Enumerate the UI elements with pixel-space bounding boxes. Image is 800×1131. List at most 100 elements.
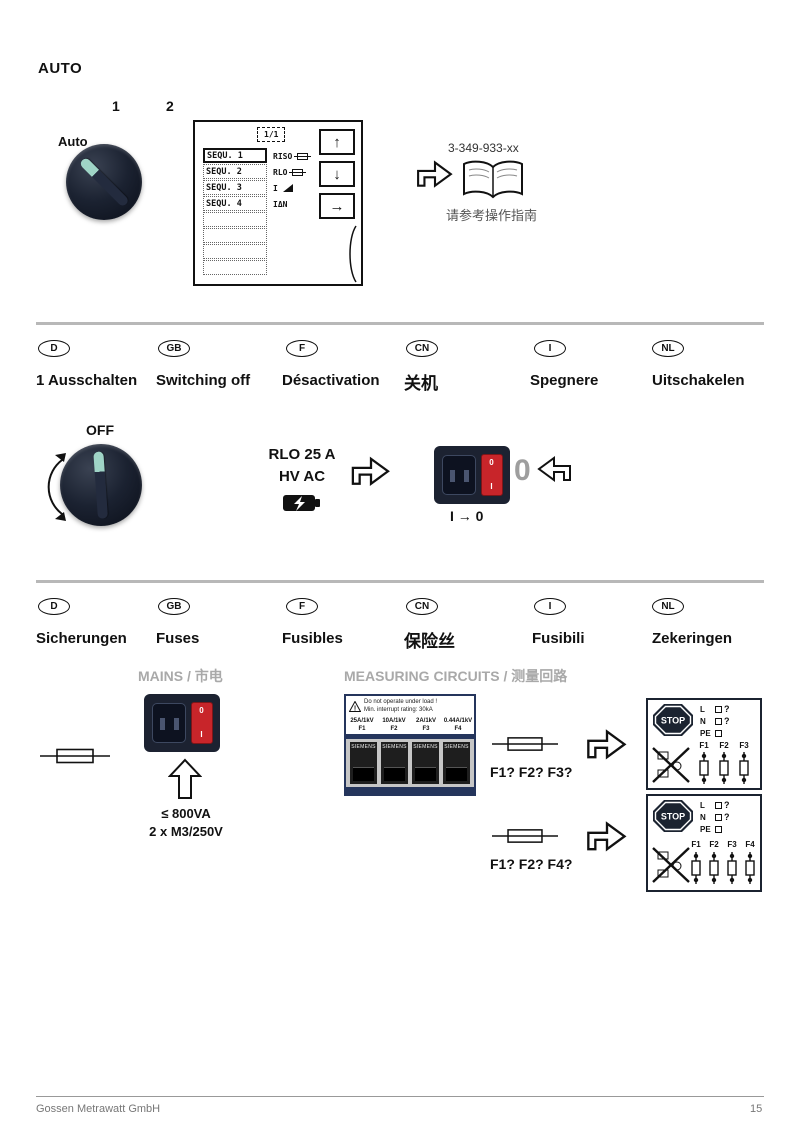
warning-triangle-icon: !: [349, 700, 361, 712]
manual-reference-code: 3-349-933-xx: [448, 141, 519, 155]
spec-rlo: RLO 25 A: [268, 446, 336, 463]
step-1-label: 1: [112, 98, 120, 114]
rating-f3: 2A/1kV: [415, 718, 436, 725]
terminal-l: L: [700, 704, 705, 714]
fuse-holder: SIEMENS: [412, 742, 439, 785]
not-allowed-icon: [652, 847, 690, 883]
section-divider: [36, 322, 764, 325]
fuse-id-f3: F3: [422, 726, 430, 733]
terminal-pe: PE: [700, 824, 711, 834]
heading-uitschakelen: Uitschakelen: [652, 372, 745, 389]
mains-subtitle: MAINS / 市电: [138, 668, 223, 684]
next-step-arrow-icon: [417, 161, 452, 187]
fuse-label-f1: F1: [699, 741, 709, 750]
fuse-symbol-icon: [492, 829, 558, 843]
sequence-row-empty: [203, 212, 267, 227]
rocker-off-mark: 0: [489, 458, 494, 467]
measuring-subtitle: MEASURING CIRCUITS / 测量回路: [344, 668, 568, 684]
question-mark: ?: [724, 704, 730, 714]
power-rocker-switch: 0 I: [480, 454, 503, 496]
heading-ausschalten: 1 Ausschalten: [36, 372, 138, 389]
rocker-on-mark: I: [490, 482, 493, 491]
mains-power-inlet: 0 I: [144, 694, 220, 752]
fuse-label-f3: F3: [739, 741, 749, 750]
riso-label: RISO: [273, 151, 293, 161]
heading-fuses: Fuses: [156, 630, 200, 647]
panel-stripe: [346, 787, 474, 795]
svg-text:STOP: STOP: [661, 812, 685, 822]
display-sequence-list: SEQU. 1 SEQU. 2 SEQU. 3 SEQU. 4: [203, 148, 267, 276]
lang-badge-nl: NL: [652, 598, 684, 615]
next-step-arrow-icon: [587, 730, 626, 759]
component-icon: [294, 152, 312, 160]
rating-f4: 0.44A/1kV: [443, 718, 473, 725]
sequence-row: SEQU. 2: [203, 164, 267, 179]
power-inlet: 0 I: [434, 446, 510, 504]
display-measurement-icons: RISO RLO I IΔN: [273, 148, 312, 212]
fuse-symbol-icon: [40, 748, 110, 764]
rocker-off-mark: 0: [199, 706, 204, 715]
measuring-fuse-panel: ! Do not operate under load ! Min. inter…: [344, 694, 476, 797]
socket-opening: [441, 455, 476, 495]
stop-sign-icon: STOP: [653, 704, 693, 736]
heading-baoxiansi: 保险丝: [404, 632, 455, 651]
fuse-holders: SIEMENS SIEMENS SIEMENS SIEMENS: [346, 739, 474, 788]
lang-badge-nl: NL: [652, 340, 684, 357]
auto-rotary-knob: [66, 144, 142, 220]
footer-page-number: 15: [750, 1103, 763, 1115]
section-divider: [36, 580, 764, 583]
stop-sign-icon: STOP: [653, 800, 693, 832]
rotate-arrow-icon: [47, 453, 66, 521]
device-display-panel: 1/1 SEQU. 1 SEQU. 2 SEQU. 3 SEQU. 4 RISO…: [193, 120, 363, 286]
lang-badge-i: I: [534, 598, 566, 615]
fuse-question-1: F1? F2? F3?: [490, 764, 573, 780]
fuse-id-f4: F4: [454, 726, 462, 733]
fuse-location-diagram-1: STOP L? N? PE F1 F2 F3: [646, 698, 762, 790]
socket-opening: [151, 703, 186, 743]
terminal-box-icon: [715, 825, 722, 833]
auto-knob-label: Auto: [58, 134, 88, 149]
fuse-label-f3: F3: [727, 840, 737, 849]
fuse-label-f2: F2: [709, 840, 719, 849]
manual-book-icon: [463, 160, 523, 199]
brand-label: SIEMENS: [382, 744, 407, 751]
fuse-cap: [446, 767, 467, 782]
brand-label: SIEMENS: [413, 744, 438, 751]
panel-warning-text: Do not operate under load ! Min. interru…: [364, 698, 437, 714]
lang-badge-d: D: [38, 340, 70, 357]
fuse-holder: SIEMENS: [381, 742, 408, 785]
heading-desactivation: Désactivation: [282, 372, 380, 389]
sequence-row: SEQU. 4: [203, 196, 267, 211]
footer-company: Gossen Metrawatt GmbH: [36, 1103, 161, 1115]
footer-divider: [36, 1096, 764, 1097]
svg-text:STOP: STOP: [661, 716, 685, 726]
rlo-label: RLO: [273, 167, 288, 177]
fuse-cap: [353, 767, 374, 782]
display-button-up: ↑: [319, 129, 355, 155]
fuse-symbol-icon: [691, 852, 701, 884]
panel-stripe: [346, 734, 474, 740]
zero-position-label: 0: [514, 454, 531, 487]
fuse-question-2: F1? F2? F4?: [490, 856, 573, 872]
sequence-row-empty: [203, 244, 267, 259]
right-arrow-icon: →: [329, 197, 345, 215]
rocker-on-mark: I: [200, 730, 203, 739]
fuse-symbol-icon: [492, 737, 558, 751]
fuse-holder: SIEMENS: [350, 742, 377, 785]
fuse-symbol-icon: [709, 852, 719, 884]
press-switch-arrow-icon: [538, 457, 571, 481]
question-mark: ?: [724, 716, 730, 726]
sequence-label: SEQU. 4: [206, 198, 242, 209]
fuse-id-f1: F1: [358, 726, 366, 733]
terminal-l: L: [700, 800, 705, 810]
heading-sicherungen: Sicherungen: [36, 630, 127, 647]
rating-f2: 10A/1kV: [382, 718, 406, 725]
spec-hvac: HV AC: [278, 468, 326, 485]
off-knob-label: OFF: [86, 422, 114, 438]
sequence-label: SEQU. 3: [206, 182, 242, 193]
fuse-symbol-icon: [745, 852, 755, 884]
fuse-symbol-icon: [739, 752, 749, 784]
down-arrow-icon: ↓: [333, 165, 341, 183]
lang-badge-gb: GB: [158, 340, 190, 357]
terminal-box-icon: [715, 729, 722, 737]
